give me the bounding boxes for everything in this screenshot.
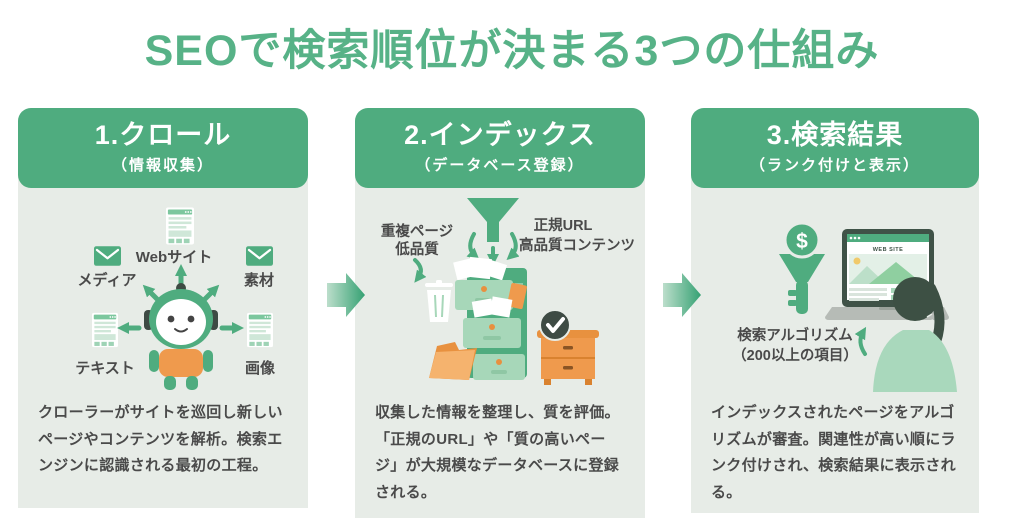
step-subtitle: （ランク付けと表示） [749,157,920,175]
flow-arrow-1-icon [327,273,365,317]
website-document-icon [166,207,194,245]
step-title: 3.検索結果 [766,119,904,150]
label-search-algorithm: 検索アルゴリズム [737,326,853,344]
sorting-arrows-icon [413,232,520,283]
step-header-index: 2.インデックス （データベース登録） [355,108,645,188]
filing-cabinet-icon [453,256,527,380]
label-low-quality: 低品質 [394,240,439,258]
label-high-quality-content: 高品質コンテンツ [519,236,635,254]
step-subtitle: （情報収集） [111,157,214,175]
crawler-illustration: Webサイト メディア 素材 テキスト 画像 [75,207,276,390]
step-card-results: 3.検索結果 （ランク付けと表示） $ [691,108,979,513]
mail-material-icon [246,246,273,266]
flow-arrow-2-icon [663,273,701,317]
step-description: 収集した情報を整理し、質を評価。「正規のURL」や「質の高いページ」が大規模なデ… [375,404,620,502]
step-description: インデックスされたページをアルゴリズムが審査。関連性が高い順にランク付けされ、検… [711,404,956,502]
label-duplicate-pages: 重複ページ [381,222,454,240]
label-algorithm-count: （200以上の項目） [732,346,858,364]
step-card-index: 2.インデックス （データベース登録） [355,108,645,518]
step-card-crawl: 1.クロール （情報収集） [18,108,308,508]
results-illustration: $ WEB SITE [732,221,957,392]
person-icon [873,277,957,392]
label-text: テキスト [75,360,135,377]
step-subtitle: （データベース登録） [415,157,585,175]
step-title: 2.インデックス [404,119,596,150]
label-image: 画像 [245,359,276,377]
page-title: SEOで検索順位が決まる3つの仕組み [144,27,880,75]
label-material: 素材 [244,271,274,289]
algorithm-key-icon: $ [779,221,825,314]
trash-icon [425,280,453,322]
index-illustration: 重複ページ 低品質 正規URL 高品質コンテンツ [381,198,635,385]
mail-media-icon [94,246,121,266]
funnel-icon [467,198,519,242]
image-document-icon [247,312,273,348]
step-title: 1.クロール [94,119,232,150]
robot-crawler-icon [144,283,218,390]
folder-icon [429,342,477,380]
label-canonical-url: 正規URL [534,217,593,234]
laptop-screen-title: WEB SITE [873,247,904,253]
label-media: メディア [78,271,137,289]
dollar-sign: $ [796,230,808,253]
algorithm-arrow-icon [854,326,867,356]
step-header-crawl: 1.クロール （情報収集） [18,108,308,188]
label-website: Webサイト [136,249,212,266]
check-icon [539,309,571,341]
step-description: クローラーがサイトを巡回し新しいページやコンテンツを解析。検索エンジンに認識され… [38,404,283,475]
text-document-icon [92,312,118,348]
step-header-results: 3.検索結果 （ランク付けと表示） [691,108,979,188]
